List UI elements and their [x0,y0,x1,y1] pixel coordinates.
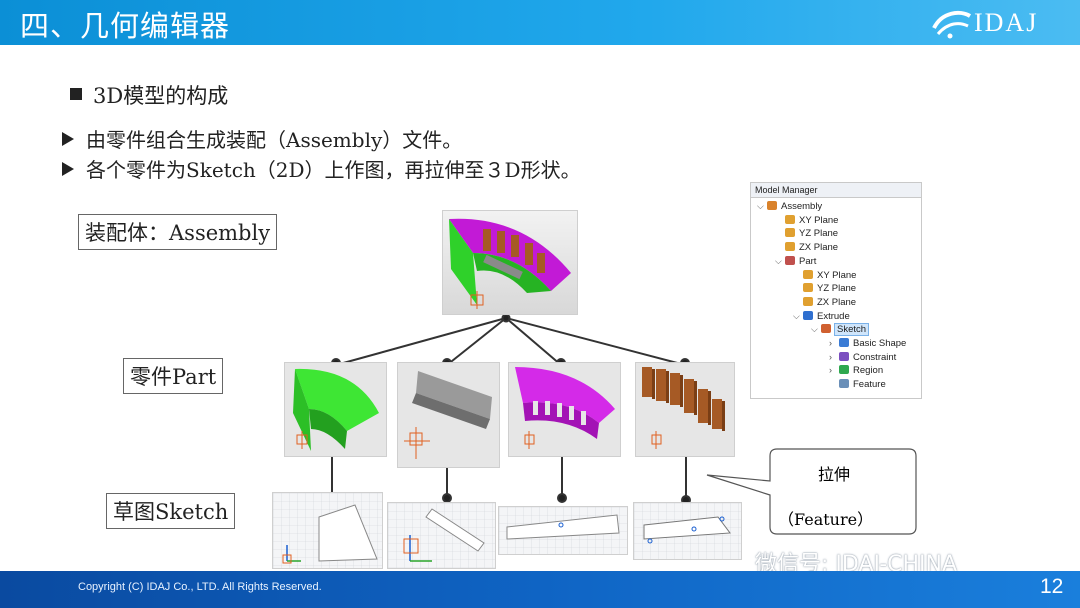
tree-item-label: XY Plane [799,214,839,226]
tree-item-label: Basic Shape [853,338,907,349]
plane-icon [785,214,795,224]
logo-text: IDAJ [974,8,1039,37]
region-icon [839,365,849,375]
page-number: 12 [1040,575,1064,598]
slide-title: 四、几何编辑器 [20,9,231,43]
slide-footer: Copyright (C) IDAJ Co., LTD. All Rights … [0,571,1080,608]
assembly-label: 装配体：Assembly [78,214,278,250]
arrow-bullet-icon [62,132,74,146]
tree-item-label: Sketch [833,323,870,337]
expand-toggle-icon[interactable]: › [829,338,832,348]
tree-item[interactable]: › Region [829,364,883,377]
tree-item[interactable]: Feature [829,378,886,391]
part-green-thumbnail [284,362,387,457]
bullet-line-1: 由零件组合生成装配（Assembly）文件。 [62,124,462,153]
part-icon [785,255,795,265]
copyright-text: Copyright (C) IDAJ Co., LTD. All Rights … [78,581,322,593]
tree-item[interactable]: ZX Plane [793,296,856,309]
extrude-icon [803,310,813,320]
constraint-icon [839,351,849,361]
logo-swoosh-icon [932,10,972,39]
part-label: 零件Part [123,358,224,394]
tree-item-label: Feature [853,379,886,391]
expand-toggle-icon[interactable]: ⌵ [757,201,764,211]
square-bullet-icon [70,88,82,100]
tree-item-label: Extrude [817,310,850,322]
tree-item[interactable]: ⌵ Extrude [793,310,850,323]
tree-item[interactable]: YZ Plane [793,282,856,295]
plane-icon [785,228,795,238]
part-magenta-thumbnail [508,362,621,457]
tree-item[interactable]: › Basic Shape [829,337,906,350]
bullet-text-2: 各个零件为Sketch（2D）上作图，再拉伸至３D形状。 [86,158,581,182]
tree-item-label: Part [799,255,817,267]
slide-header: 四、几何编辑器 IDAJ [0,0,1080,45]
expand-toggle-icon[interactable]: ⌵ [793,310,800,321]
basic-shape-icon [839,338,849,347]
assembly-3d-thumbnail [442,210,578,315]
sketch-4-thumbnail [633,502,742,560]
sketch-icon [821,324,831,334]
bullet-text-1: 由零件组合生成装配（Assembly）文件。 [86,128,463,152]
plane-icon [785,242,795,252]
sketch-2-thumbnail [387,502,496,569]
tree-item-label: ZX Plane [817,296,857,308]
callout-line-2: （Feature） [778,510,874,529]
tree-item[interactable]: ⌵ Part [775,255,816,268]
tree-item[interactable]: ⌵ Sketch [811,323,870,337]
tree-item-label: Region [853,365,884,377]
expand-toggle-icon[interactable]: ⌵ [775,255,782,266]
sketch-1-thumbnail [272,492,383,569]
tree-item[interactable]: ⌵ Assembly [757,200,822,213]
tree-item-label: ZX Plane [799,242,839,254]
section-heading: 3D模型的构成 [93,84,229,108]
expand-toggle-icon[interactable]: ⌵ [811,324,818,335]
plane-icon [803,296,813,306]
callout-line-1: 拉伸 [818,465,851,484]
plane-icon [803,283,813,293]
part-brown-thumbnail [635,362,735,457]
model-manager-title: Model Manager [751,183,921,198]
tree-item[interactable]: YZ Plane [775,227,838,240]
sketch-label: 草图Sketch [106,493,236,529]
bullet-line-2: 各个零件为Sketch（2D）上作图，再拉伸至３D形状。 [62,154,581,183]
tree-item-label: Constraint [853,351,897,363]
tree-item[interactable]: › Constraint [829,351,896,364]
arrow-bullet-icon [62,162,74,176]
tree-item-label: YZ Plane [799,228,839,240]
tree-item[interactable]: XY Plane [775,214,838,227]
tree-item[interactable]: XY Plane [793,269,856,282]
expand-toggle-icon[interactable]: › [829,351,832,362]
idaj-logo: IDAJ [930,6,1070,40]
tree-item-label: XY Plane [817,269,857,281]
feature-callout-bubble [706,448,917,535]
tree-item-label: Assembly [781,201,823,212]
tree-item-label: YZ Plane [817,283,857,295]
plane-icon [803,269,813,279]
part-gray-thumbnail [397,362,500,468]
feature-icon [839,379,849,389]
tree-item[interactable]: ZX Plane [775,241,838,254]
assembly-icon [767,201,777,210]
sketch-3-thumbnail [498,506,628,555]
expand-toggle-icon[interactable]: › [829,365,832,376]
